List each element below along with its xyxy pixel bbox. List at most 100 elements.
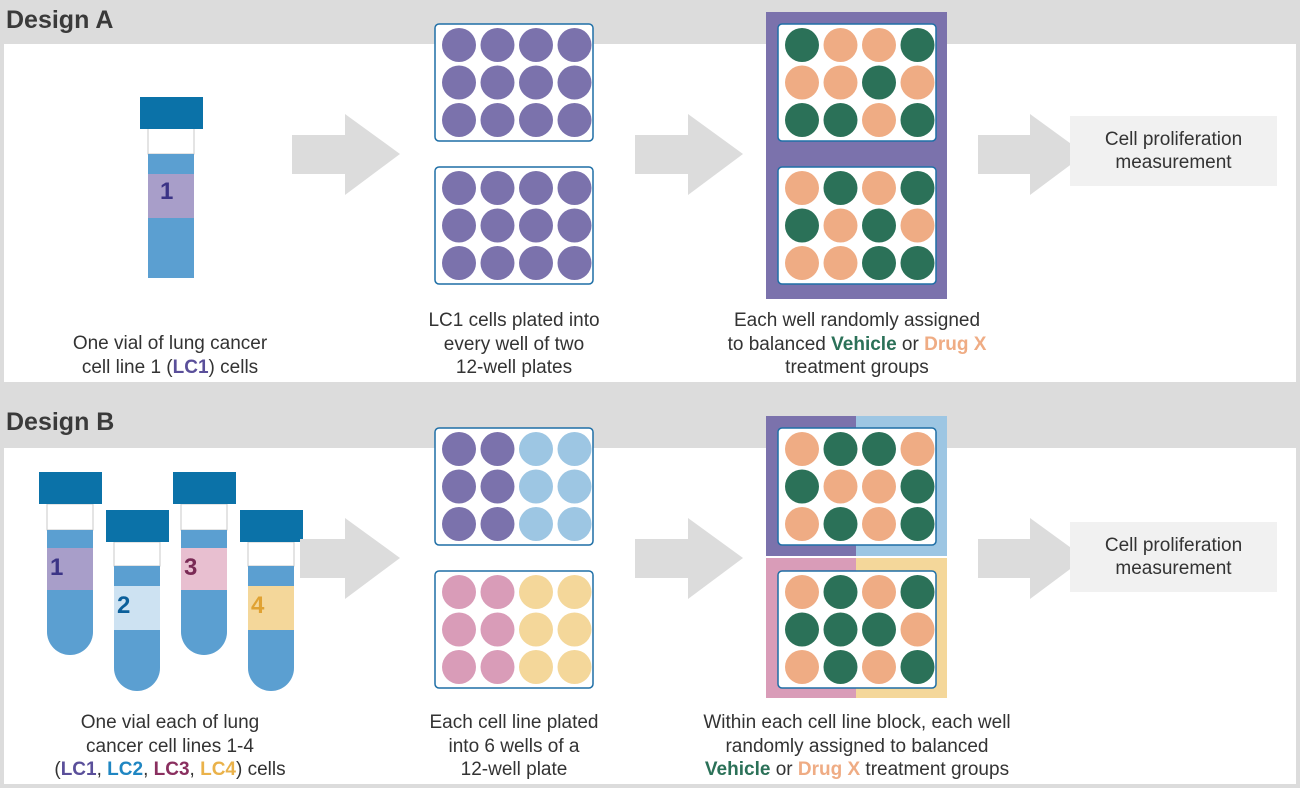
well [862,650,896,684]
well [557,469,592,504]
well [900,28,935,62]
tube-cap [140,97,203,129]
well [519,469,553,504]
well [557,432,592,466]
well [862,171,896,205]
well [785,650,819,684]
measurement-label-line2: measurement [1115,558,1232,579]
tube-number-3: 3 [184,554,197,581]
caption-plate-a: LC1 cells plated into every well of two … [428,310,600,378]
well [823,246,858,280]
well [480,432,515,466]
plate-assigned-bottom [777,166,937,285]
well [519,208,553,243]
well [862,507,896,541]
well [480,171,515,205]
well [519,612,553,647]
plate-assigned-bottom-b [777,570,937,689]
arrow-1-b [300,518,400,599]
well [442,507,476,541]
well [480,246,515,280]
well [442,575,476,609]
well [785,208,819,243]
well [823,432,858,466]
plate-lc3-lc4 [434,570,594,689]
design-a-title: Design A [6,6,114,34]
tube-lc2-b: 2 [106,510,169,691]
tube-cap [106,510,169,542]
well [823,103,858,137]
well [519,103,553,137]
well [823,469,858,504]
well [557,171,592,205]
measurement-label-line1: Cell proliferation [1104,128,1243,150]
well [785,246,819,280]
tube-number-2: 2 [117,592,130,619]
caption-plate-b: Each cell line plated into 6 wells of a … [429,712,599,780]
well [785,507,819,541]
caption-vials-b: One vial each of lung cancer cell lines … [54,712,286,780]
well [862,575,896,609]
well [785,612,819,647]
well [785,28,819,62]
tube-lc1: 1 [140,97,203,278]
tube-lc4-b: 4 [240,510,303,691]
caption-vial-a: One vial of lung cancer cell line 1 (LC1… [72,333,268,378]
measurement-label-line2: measurement [1115,152,1232,173]
well [862,612,896,647]
well [823,575,858,609]
well [557,208,592,243]
plate-lc1-lc2 [434,427,594,546]
well [442,28,476,62]
well [900,612,935,647]
well [785,171,819,205]
well [900,469,935,504]
arrow-2-a [635,114,743,195]
tube-lc1-b: 1 [39,472,102,655]
well [557,103,592,137]
well [442,171,476,205]
well [442,246,476,280]
well [900,507,935,541]
well [557,28,592,62]
well [785,65,819,100]
tube-cap [173,472,236,504]
well [823,28,858,62]
well [442,650,476,684]
well [519,246,553,280]
well [785,103,819,137]
well [823,650,858,684]
design-a-panel [4,44,1296,382]
well [519,432,553,466]
tube-label-band [148,174,194,218]
arrow-3-a [978,114,1085,195]
plate-lc1-top [434,23,594,142]
well [785,575,819,609]
arrow-1-a [292,114,400,195]
well [557,507,592,541]
well [557,650,592,684]
well [900,103,935,137]
well [557,246,592,280]
well [862,103,896,137]
well [557,575,592,609]
plate-assigned-top-b [777,427,937,546]
plate-lc1-bottom [434,166,594,285]
well [557,65,592,100]
well [442,208,476,243]
tube-cap [240,510,303,542]
well [862,246,896,280]
well [480,28,515,62]
well [900,208,935,243]
arrow-2-b [635,518,743,599]
well [823,65,858,100]
well [519,507,553,541]
well [823,171,858,205]
design-b-title: Design B [6,408,115,436]
well [900,432,935,466]
well [519,650,553,684]
well [862,469,896,504]
well [519,575,553,609]
well [442,432,476,466]
well [480,208,515,243]
